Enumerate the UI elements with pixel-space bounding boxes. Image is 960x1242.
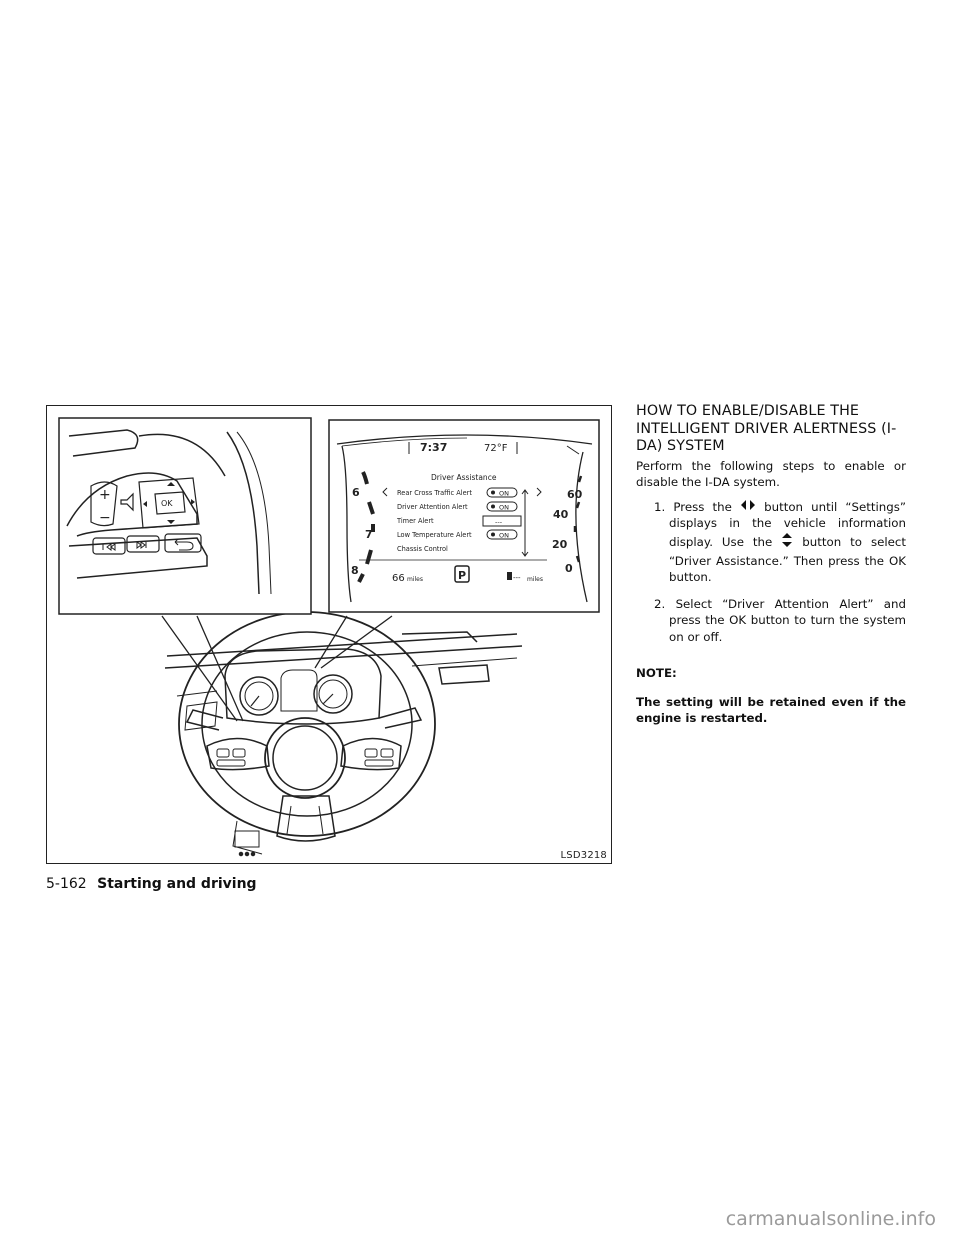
menu-item-label: Timer Alert (396, 517, 434, 525)
range-unit: miles (407, 576, 423, 583)
instruction-section: HOW TO ENABLE/DISABLE THE INTELLIGENT DR… (636, 403, 906, 727)
arrow-up-icon (167, 482, 175, 486)
step-item: 1. Press the button until “Settings” dis… (636, 499, 906, 586)
plus-label: + (99, 487, 111, 503)
tach-label-6: 6 (352, 486, 360, 499)
arrow-right-icon (191, 499, 195, 505)
tach-label-7: 7 (365, 528, 373, 541)
temperature-readout: 72°F (484, 443, 508, 454)
up-down-arrow-icon (781, 532, 793, 553)
fuel-icon (507, 572, 512, 580)
menu-item-label: Chassis Control (397, 545, 448, 553)
step-number: 1. (654, 499, 666, 514)
menu-item-label: Rear Cross Traffic Alert (397, 489, 472, 497)
figure-code: LSD3218 (560, 850, 607, 861)
gear-indicator: P (458, 569, 466, 582)
next-track-icon (136, 541, 147, 549)
note-text: The setting will be retained even if the… (636, 694, 906, 726)
back-icon (174, 538, 194, 551)
step-text: Press the (673, 499, 732, 514)
timer-value: --- (495, 518, 503, 526)
previous-track-icon (102, 543, 116, 551)
step-number: 2. (654, 596, 666, 611)
speed-label-60: 60 (567, 488, 583, 501)
display-inset: 7:37 72°F 6 7 8 60 40 20 0 Driver Assist… (328, 419, 600, 613)
note-label: NOTE: (636, 665, 677, 680)
toggle-state: ON (499, 504, 509, 512)
page-footer: 5-162 Starting and driving (46, 876, 257, 892)
section-heading: HOW TO ENABLE/DISABLE THE INTELLIGENT DR… (636, 403, 897, 454)
step-text: button until “Settings” displays in the … (669, 499, 906, 549)
toggle-state: ON (499, 490, 509, 498)
speed-label-20: 20 (552, 538, 568, 551)
cockpit-drawing (164, 611, 523, 857)
chapter-title: Starting and driving (97, 876, 257, 892)
clock-readout: 7:37 (420, 441, 447, 454)
intro-paragraph: Perform the following steps to enable or… (636, 458, 906, 490)
menu-title: Driver Assistance (431, 473, 497, 482)
step-text: button to select “Driver Assistance.” Th… (669, 534, 907, 585)
range-value: 66 (392, 573, 405, 584)
watermark: carmanualsonline.info (725, 1208, 936, 1230)
steering-wheel-illustration: + − OK (58, 417, 600, 857)
speed-label-40: 40 (553, 508, 569, 521)
minus-label: − (99, 510, 111, 526)
fuel-unit: miles (527, 576, 543, 583)
page-number: 5-162 (46, 876, 87, 892)
toggle-state: ON (499, 532, 509, 540)
arrow-down-icon (167, 520, 175, 524)
left-right-arrow-icon (740, 499, 756, 516)
fuel-range: --- (513, 574, 521, 582)
menu-item-label: Low Temperature Alert (397, 531, 472, 539)
ok-button-label: OK (161, 499, 173, 508)
voice-icon (120, 492, 134, 512)
switch-inset: + − OK (58, 417, 312, 615)
step-item: 2. Select “Driver Attention Alert” and p… (636, 596, 906, 646)
arrow-left-icon (143, 501, 147, 507)
tach-label-8: 8 (351, 564, 359, 577)
illustration-figure: + − OK (46, 405, 612, 864)
speed-label-0: 0 (565, 562, 573, 575)
step-text: Select “Driver Attention Alert” and pres… (669, 596, 906, 645)
step-list: 1. Press the button until “Settings” dis… (636, 499, 906, 646)
menu-item-label: Driver Attention Alert (397, 503, 468, 511)
